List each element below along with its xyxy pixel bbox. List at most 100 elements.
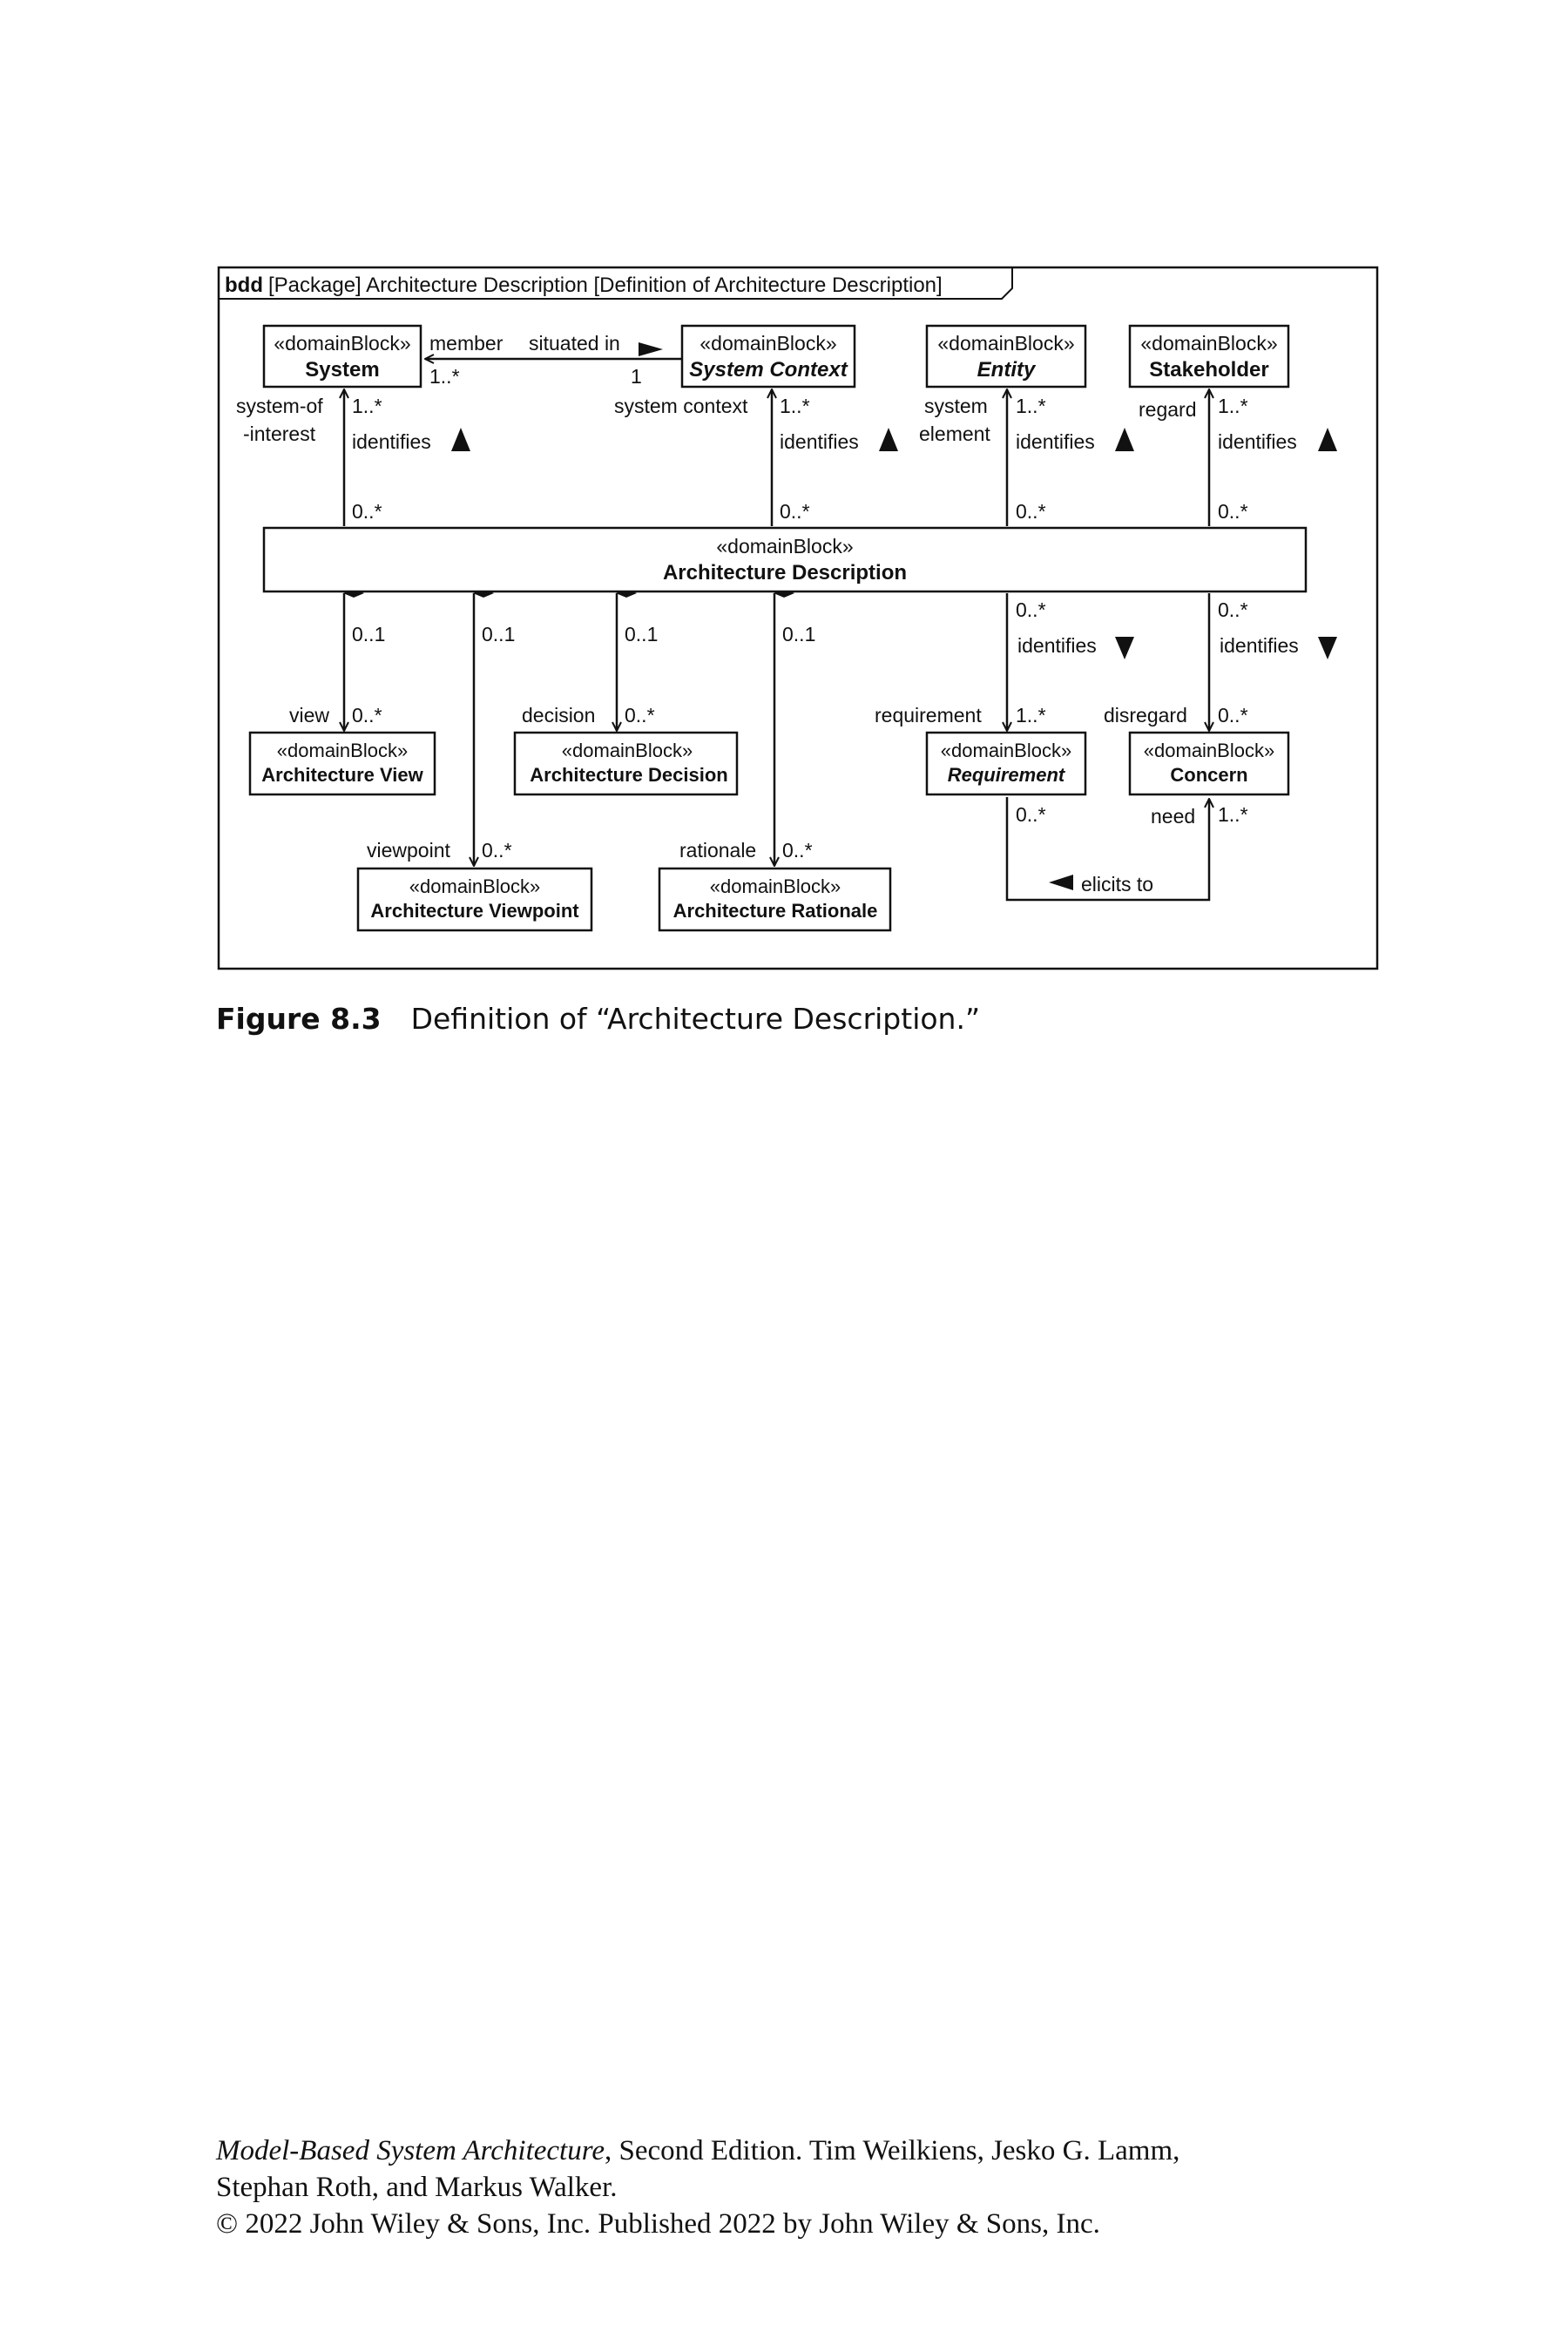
book-title: Model-Based System Architecture bbox=[216, 2135, 605, 2166]
multiplicity-1-many: 1..* bbox=[1016, 704, 1046, 727]
block-entity: «domainBlock» Entity bbox=[925, 324, 1087, 389]
block-architecture-view: «domainBlock» Architecture View bbox=[248, 731, 436, 796]
block-system-context: «domainBlock» System Context bbox=[680, 324, 856, 389]
role-decision: decision bbox=[522, 704, 595, 727]
triangle-up-icon bbox=[1115, 428, 1134, 451]
stereotype-label: «domainBlock» bbox=[941, 740, 1071, 761]
multiplicity-1: 1 bbox=[631, 365, 642, 388]
role-system-context: system context bbox=[614, 395, 748, 417]
block-name: Requirement bbox=[948, 764, 1066, 786]
role-rationale: rationale bbox=[679, 839, 756, 862]
triangle-down-icon bbox=[1115, 637, 1134, 659]
role-view: view bbox=[289, 704, 329, 727]
role-member: member bbox=[429, 332, 504, 355]
role-system: system bbox=[924, 395, 988, 417]
figure-caption: Figure 8.3 Definition of “Architecture De… bbox=[216, 1002, 980, 1036]
frame-tab bbox=[219, 267, 1013, 300]
multiplicity-1-many: 1..* bbox=[1218, 803, 1248, 826]
multiplicity-0-1: 0..1 bbox=[625, 623, 658, 645]
stereotype-label: «domainBlock» bbox=[409, 875, 540, 897]
multiplicity-0-many: 0..* bbox=[1016, 803, 1046, 826]
stereotype-label: «domainBlock» bbox=[562, 740, 693, 761]
multiplicity-0-many: 0..* bbox=[782, 839, 813, 862]
footer-line-3: © 2022 John Wiley & Sons, Inc. Published… bbox=[216, 2208, 1100, 2240]
multiplicity-1-many: 1..* bbox=[1218, 395, 1248, 417]
multiplicity-1-many: 1..* bbox=[1016, 395, 1046, 417]
block-concern: «domainBlock» Concern bbox=[1128, 731, 1290, 796]
stereotype-label: «domainBlock» bbox=[937, 332, 1074, 355]
block-stakeholder: «domainBlock» Stakeholder bbox=[1128, 324, 1290, 389]
assoc-name-identifies: identifies bbox=[780, 430, 859, 453]
assoc-name-elicits-to: elicits to bbox=[1081, 873, 1153, 896]
block-name: Concern bbox=[1170, 764, 1247, 786]
triangle-up-icon bbox=[879, 428, 898, 451]
elicits-association bbox=[1005, 797, 1209, 902]
stereotype-label: «domainBlock» bbox=[700, 332, 836, 355]
assoc-name-situated-in: situated in bbox=[529, 332, 620, 355]
stereotype-label: «domainBlock» bbox=[274, 332, 410, 355]
triangle-down-icon bbox=[1318, 637, 1337, 659]
block-architecture-description: «domainBlock» Architecture Description bbox=[262, 526, 1308, 593]
block-architecture-rationale: «domainBlock» Architecture Rationale bbox=[658, 867, 892, 932]
multiplicity-0-many: 0..* bbox=[780, 500, 810, 523]
role-disregard: disregard bbox=[1104, 704, 1187, 727]
diagram-frame bbox=[217, 266, 1379, 970]
triangle-up-icon bbox=[1318, 428, 1337, 451]
triangle-left-icon bbox=[1049, 875, 1073, 890]
block-requirement: «domainBlock» Requirement bbox=[925, 731, 1087, 796]
multiplicity-0-1: 0..1 bbox=[352, 623, 385, 645]
stereotype-label: «domainBlock» bbox=[1144, 740, 1274, 761]
copyright-footer: Model-Based System Architecture, Second … bbox=[216, 2132, 1179, 2242]
figure-label: Figure 8.3 bbox=[216, 1002, 382, 1036]
block-architecture-viewpoint: «domainBlock» Architecture Viewpoint bbox=[356, 867, 593, 932]
multiplicity-0-many: 0..* bbox=[1218, 598, 1248, 621]
block-name: Architecture Rationale bbox=[673, 900, 878, 922]
multiplicity-0-many: 0..* bbox=[1016, 598, 1046, 621]
multiplicity-0-many: 0..* bbox=[1218, 500, 1248, 523]
assoc-name-identifies: identifies bbox=[1220, 634, 1299, 657]
multiplicity-0-many: 0..* bbox=[352, 704, 382, 727]
block-architecture-decision: «domainBlock» Architecture Decision bbox=[513, 731, 739, 796]
assoc-name-identifies: identifies bbox=[1016, 430, 1095, 453]
role-need: need bbox=[1151, 805, 1195, 828]
frame-title: bdd[Package] Architecture Description [D… bbox=[225, 274, 943, 297]
footer-line-1-rest: , Second Edition. Tim Weilkiens, Jesko G… bbox=[604, 2135, 1180, 2166]
footer-line-1: Model-Based System Architecture, Second … bbox=[216, 2132, 1179, 2169]
block-name: System bbox=[305, 358, 379, 382]
assoc-name-identifies: identifies bbox=[1017, 634, 1097, 657]
block-name: Entity bbox=[977, 358, 1037, 382]
block-name: Stakeholder bbox=[1149, 358, 1268, 382]
multiplicity-1-many: 1..* bbox=[352, 395, 382, 417]
bdd-diagram: bdd[Package] Architecture Description [D… bbox=[217, 266, 1379, 970]
role-interest: -interest bbox=[243, 422, 316, 445]
stereotype-label: «domainBlock» bbox=[1140, 332, 1277, 355]
block-name: Architecture Viewpoint bbox=[370, 900, 579, 922]
role-requirement: requirement bbox=[875, 704, 982, 727]
multiplicity-0-many: 0..* bbox=[1218, 704, 1248, 727]
multiplicity-0-many: 0..* bbox=[1016, 500, 1046, 523]
role-regard: regard bbox=[1139, 398, 1196, 421]
role-viewpoint: viewpoint bbox=[367, 839, 450, 862]
multiplicity-1-many: 1..* bbox=[429, 365, 460, 388]
triangle-right-icon bbox=[639, 342, 663, 356]
stereotype-label: «domainBlock» bbox=[716, 535, 853, 558]
block-name: Architecture Decision bbox=[530, 764, 727, 786]
multiplicity-0-1: 0..1 bbox=[482, 623, 515, 645]
connectors bbox=[344, 359, 1209, 902]
multiplicity-0-many: 0..* bbox=[482, 839, 512, 862]
assoc-name-identifies: identifies bbox=[1218, 430, 1297, 453]
block-name: Architecture View bbox=[261, 764, 423, 786]
stereotype-label: «domainBlock» bbox=[277, 740, 408, 761]
multiplicity-0-many: 0..* bbox=[352, 500, 382, 523]
multiplicity-0-1: 0..1 bbox=[782, 623, 815, 645]
assoc-name-identifies: identifies bbox=[352, 430, 431, 453]
block-system: «domainBlock» System bbox=[262, 324, 422, 389]
block-name: Architecture Description bbox=[663, 561, 907, 585]
footer-line-2: Stephan Roth, and Markus Walker. bbox=[216, 2172, 618, 2203]
figure-caption-text: Definition of “Architecture Description.… bbox=[410, 1002, 981, 1036]
multiplicity-1-many: 1..* bbox=[780, 395, 810, 417]
role-element: element bbox=[919, 422, 990, 445]
role-system-of: system-of bbox=[236, 395, 323, 417]
multiplicity-0-many: 0..* bbox=[625, 704, 655, 727]
